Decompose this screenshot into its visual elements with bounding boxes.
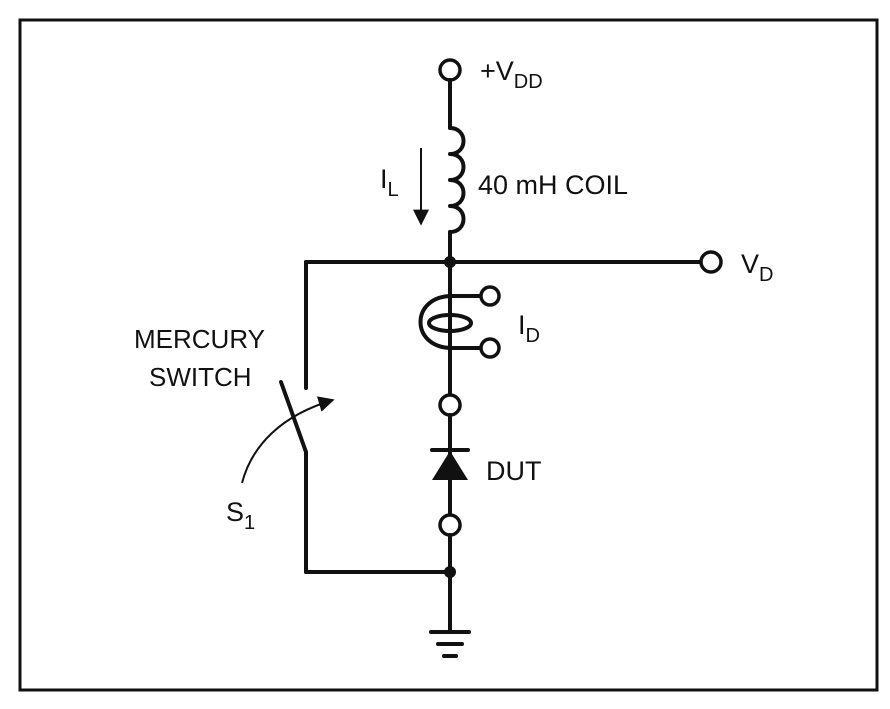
id-label: ID	[518, 310, 540, 347]
probe-terminal-top	[479, 285, 501, 307]
switch-label-line2: SWITCH	[149, 362, 252, 392]
dut-terminal-top	[438, 393, 462, 417]
coil-label: 40 mH COIL	[478, 170, 628, 200]
vdd-label: +VDD	[480, 56, 543, 93]
switch-action-arrow	[241, 396, 335, 484]
diagram-border	[18, 18, 879, 692]
dut-terminal-bottom	[438, 513, 462, 537]
diode-triangle	[432, 451, 468, 480]
s1-label: S1	[226, 497, 255, 534]
vd-terminal	[699, 250, 723, 274]
dut-label: DUT	[486, 456, 542, 486]
current-probe-ring	[427, 313, 473, 333]
current-probe-loop	[418, 294, 492, 350]
vdd-terminal	[438, 58, 462, 82]
vd-label: VD	[741, 249, 773, 286]
coil-symbol	[448, 126, 466, 234]
bottom-junction-dot	[444, 566, 456, 578]
probe-terminal-bottom	[479, 337, 501, 359]
switch-label-line1: MERCURY	[134, 324, 265, 354]
il-label: IL	[380, 164, 399, 201]
